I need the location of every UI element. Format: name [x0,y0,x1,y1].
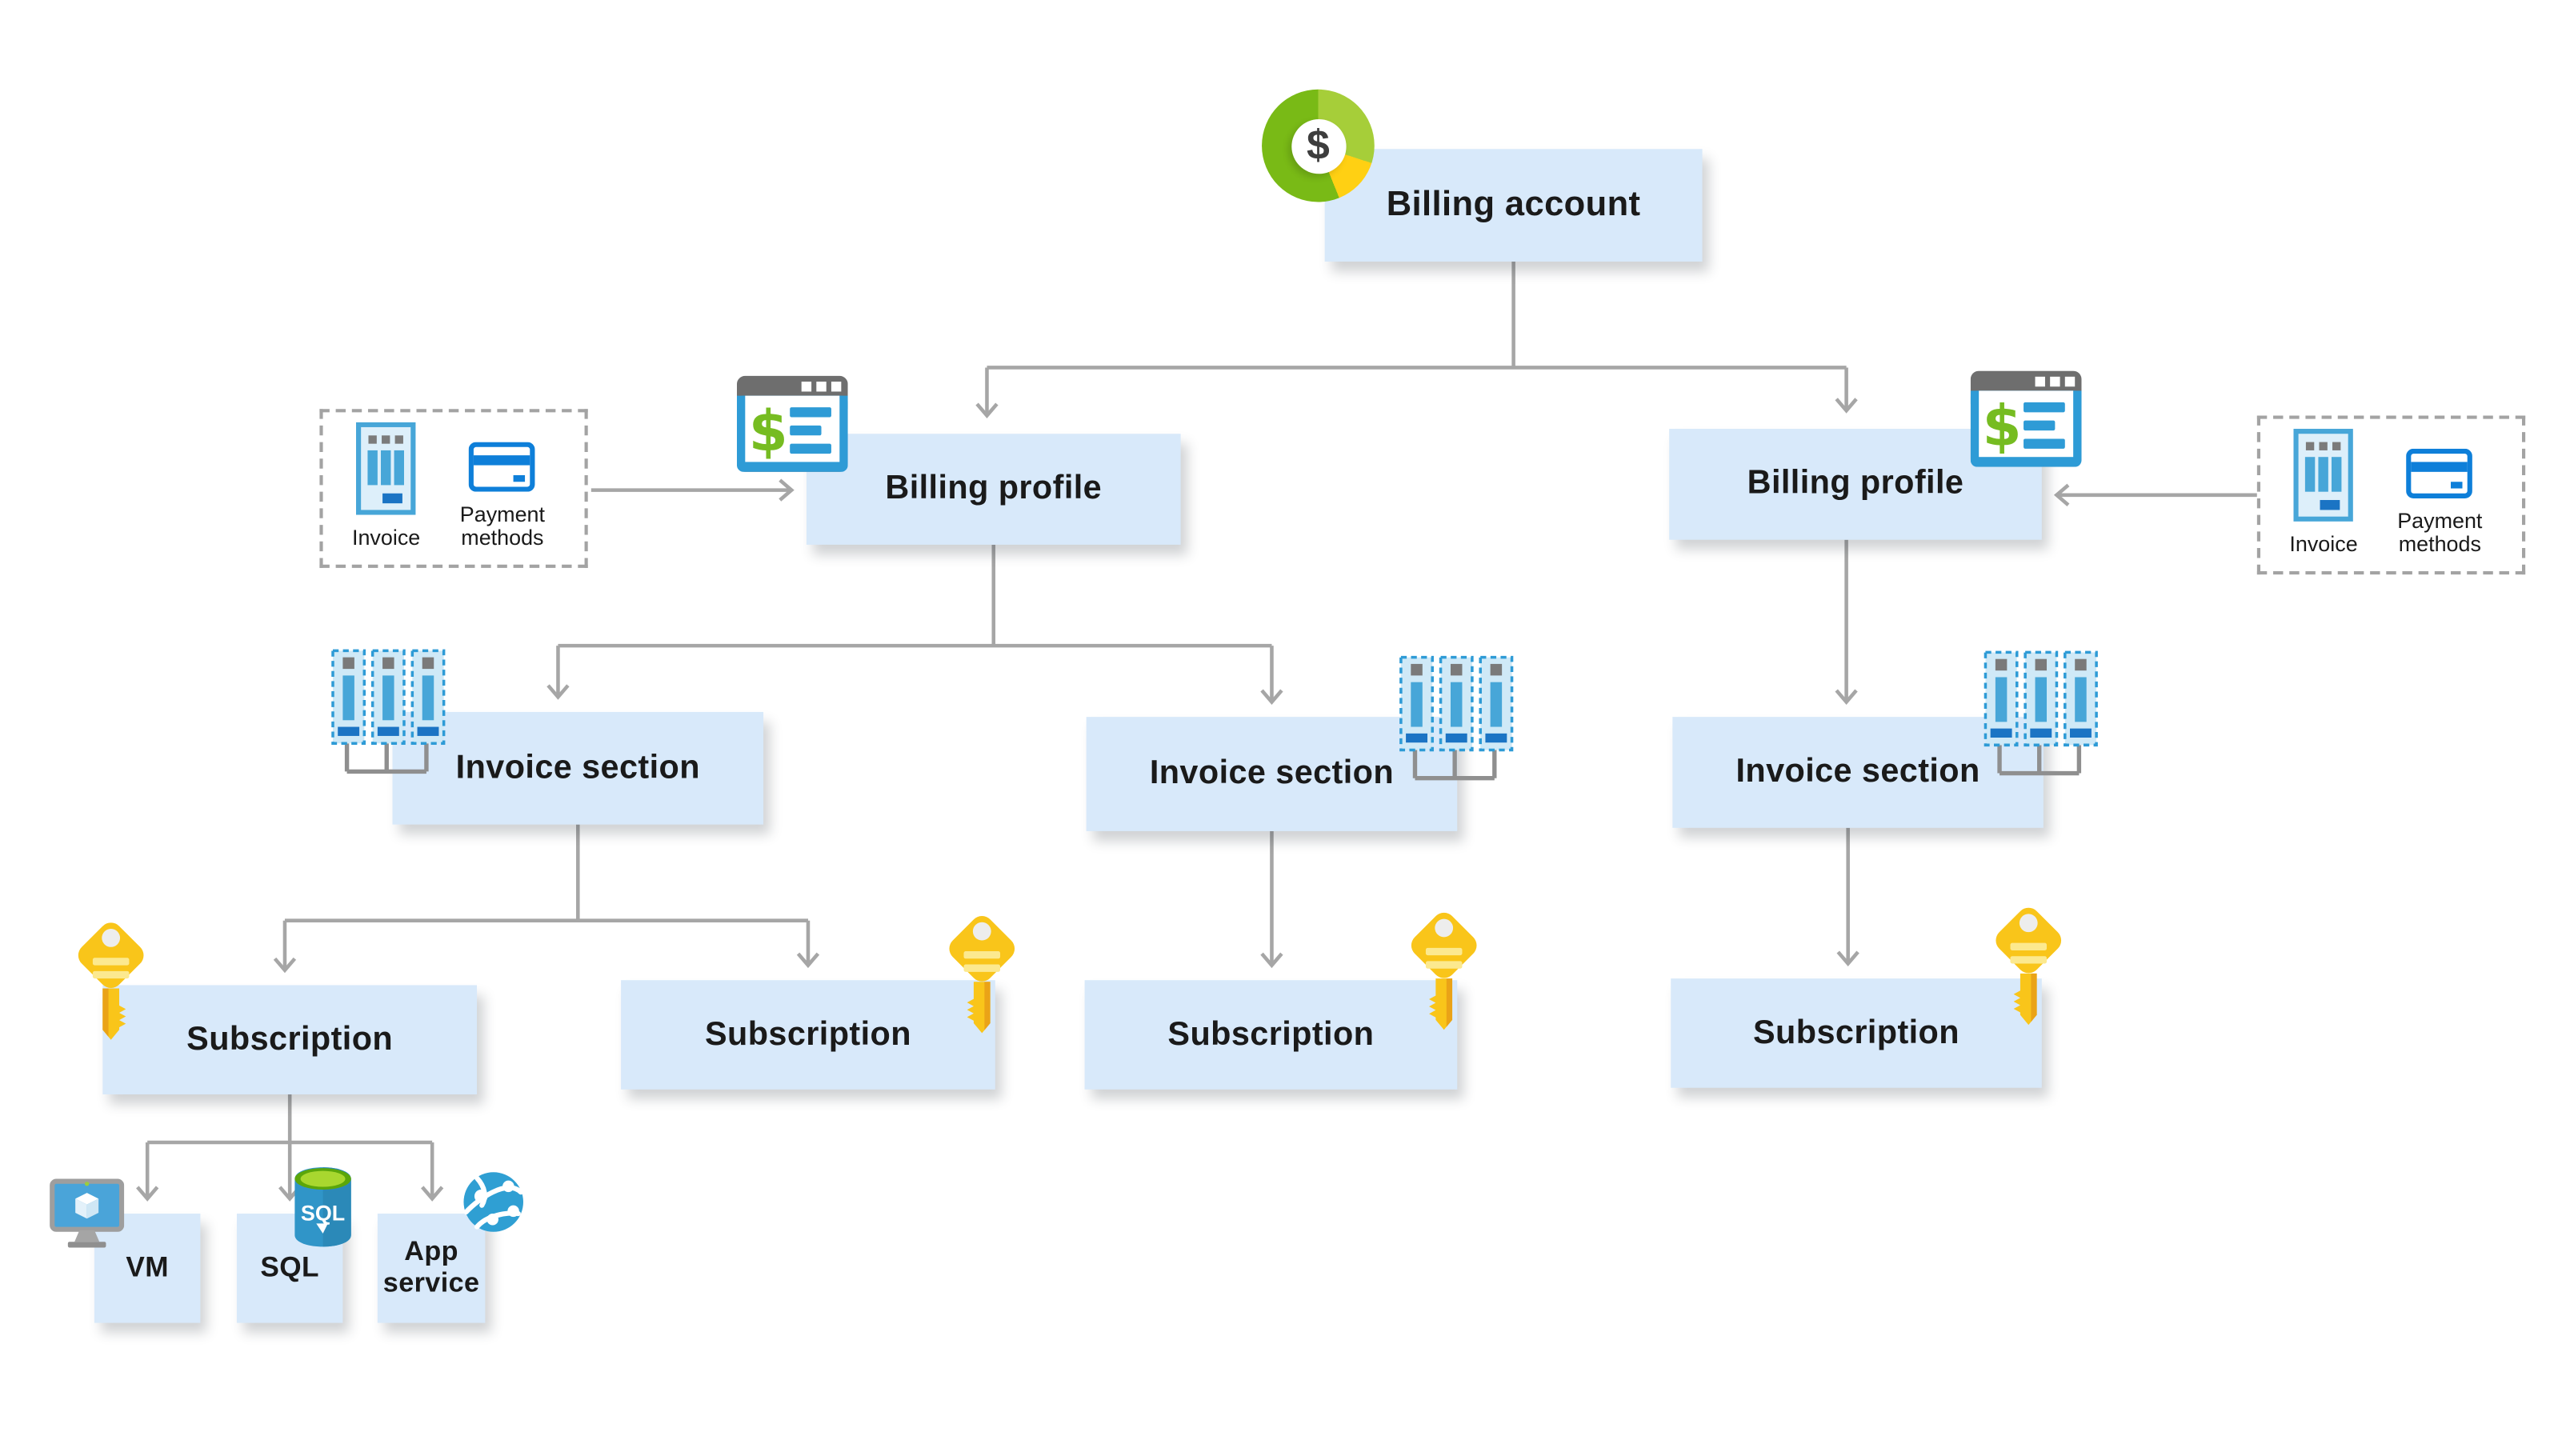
invoice-section-label: Invoice section [455,749,700,786]
invoice-section-label: Invoice section [1735,753,1980,790]
sql-badge-text: SQL [301,1201,345,1225]
payment-methods-item: Payment methods [2387,448,2492,558]
subscription-key-icon [1984,901,2073,1034]
billing-statement-icon: $ [1970,370,2082,467]
subscription-node-3: Subscription [1084,980,1458,1090]
payment-methods-item: Payment methods [450,442,555,551]
subscription-label: Subscription [186,1020,394,1058]
billing-account-node: Billing account [1324,149,1703,262]
doc-dollar-sign: $ [1983,394,2022,459]
invoice-item: Invoice [351,422,421,551]
subscription-label: Subscription [1167,1015,1375,1053]
subscription-node-4: Subscription [1671,978,2042,1088]
billing-profile-left-node: Billing profile [806,434,1181,545]
subscription-key-icon [937,909,1027,1042]
invoice-label: Invoice [351,526,421,551]
invoice-item: Invoice [2289,429,2358,558]
doc-dollar-sign: $ [749,398,788,464]
invoice-section-label: Invoice section [1149,754,1395,792]
billing-profile-label: Billing profile [1747,465,1964,502]
subscription-label: Subscription [704,1015,911,1053]
vm-monitor-icon [50,1178,125,1250]
sql-database-icon: SQL [291,1166,354,1248]
invoice-payment-group-right: Invoice Payment methods [2256,415,2526,575]
app-service-globe-icon [462,1170,525,1234]
billing-profile-label: Billing profile [885,470,1103,507]
app-service-label: App service [382,1236,480,1298]
subscription-node-2: Subscription [621,980,995,1090]
invoice-bundle-icon [1984,650,2100,783]
payment-card-icon [2406,448,2473,498]
invoice-icon [2293,429,2354,522]
invoice-section-left-node: Invoice section [392,711,764,825]
invoice-bundle-icon [1399,655,1515,789]
billing-account-label: Billing account [1386,185,1641,224]
subscription-key-icon [1399,906,1489,1038]
invoice-bundle-icon [331,649,447,782]
subscription-node-1: Subscription [102,985,478,1095]
payment-methods-label: Payment methods [459,501,545,551]
payment-methods-label: Payment methods [2397,508,2483,558]
invoice-label: Invoice [2289,532,2358,558]
billing-statement-icon: $ [736,375,848,472]
donut-dollar-sign: $ [1291,118,1346,174]
billing-account-donut-dollar-icon: $ [1262,89,1375,202]
invoice-payment-group-left: Invoice Payment methods [319,409,588,568]
vm-label: VM [126,1251,170,1283]
sql-label: SQL [260,1251,319,1283]
subscription-key-icon [66,915,156,1048]
invoice-section-right-node: Invoice section [1672,717,2044,828]
invoice-section-middle-node: Invoice section [1086,717,1458,831]
subscription-label: Subscription [1753,1014,1960,1051]
invoice-icon [356,422,416,516]
payment-card-icon [469,442,536,492]
app-service-node: App service [377,1214,486,1323]
